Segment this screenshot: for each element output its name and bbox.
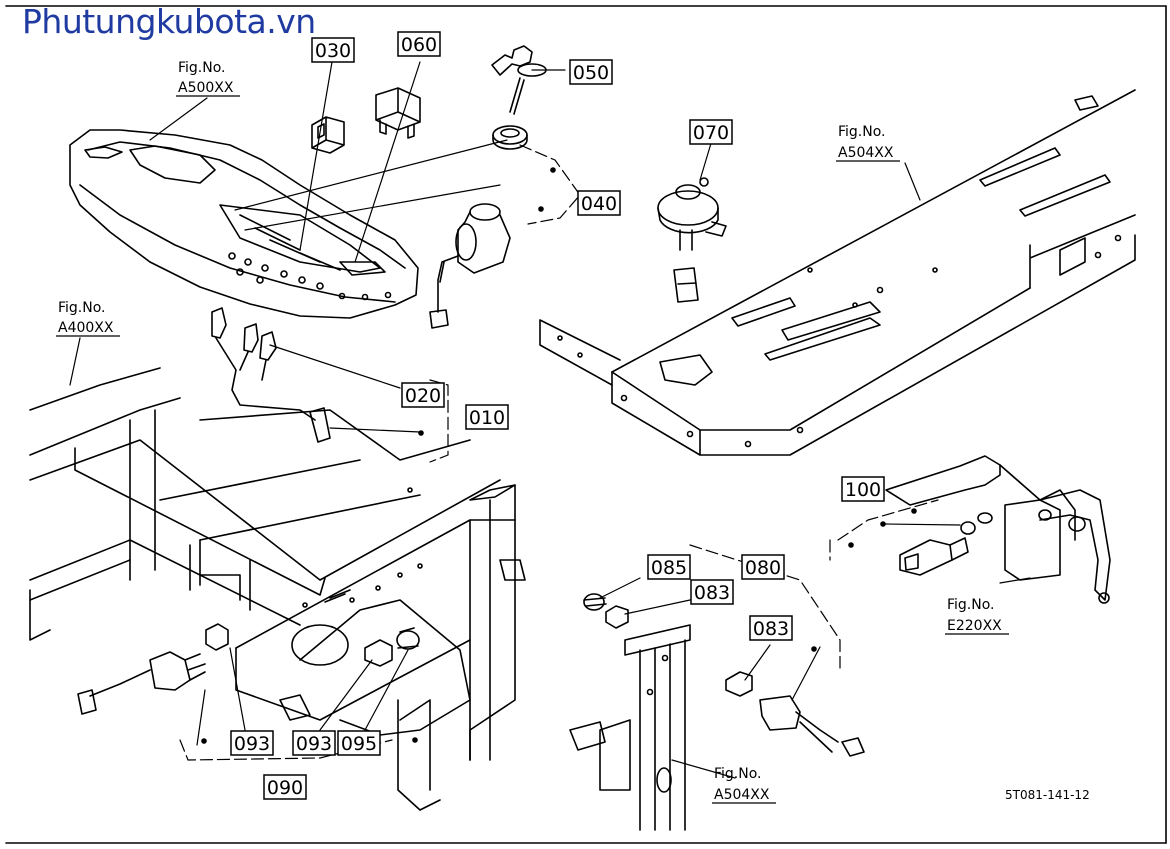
fig-ref-a400-line2: A400XX <box>58 320 114 336</box>
part-040-icon <box>429 125 528 329</box>
dashboard-panel <box>69 129 419 319</box>
part-label-050[interactable]: 050 <box>569 59 613 85</box>
part-label-100[interactable]: 100 <box>841 476 885 502</box>
part-label-093-a[interactable]: 093 <box>230 730 274 756</box>
page-frame <box>5 5 1167 844</box>
part-label-090[interactable]: 090 <box>263 774 307 800</box>
fig-ref-e220-line1: Fig.No. <box>947 597 995 613</box>
part-090-icon <box>77 623 420 715</box>
part-label-040[interactable]: 040 <box>577 190 621 216</box>
part-070-icon <box>657 177 727 303</box>
fig-ref-a500-line2: A500XX <box>178 80 234 96</box>
part-080-icon <box>569 593 865 831</box>
dashed-brackets <box>179 144 939 761</box>
fig-ref-a504-top-line2: A504XX <box>838 145 894 161</box>
drawing-code: 5T081-141-12 <box>1005 788 1090 802</box>
svg-text:093: 093 <box>296 733 332 755</box>
part-label-010[interactable]: 010 <box>465 404 509 430</box>
svg-text:085: 085 <box>651 557 687 579</box>
part-100-icon <box>885 455 1111 604</box>
frame-a504xx <box>539 89 1136 456</box>
site-title[interactable]: Phutungkubota.vn <box>22 2 316 41</box>
part-060-icon <box>375 87 421 139</box>
svg-text:080: 080 <box>745 557 781 579</box>
fig-ref-a504-top-line1: Fig.No. <box>838 124 886 140</box>
part-050-icon <box>491 45 547 115</box>
fig-ref-a400-line1: Fig.No. <box>58 300 106 316</box>
svg-text:095: 095 <box>341 733 377 755</box>
part-label-093-b[interactable]: 093 <box>292 730 336 756</box>
leader-lines <box>69 61 1031 779</box>
svg-text:083: 083 <box>753 618 789 640</box>
svg-text:100: 100 <box>845 479 881 501</box>
svg-text:020: 020 <box>405 385 441 407</box>
fig-ref-e220-line2: E220XX <box>947 618 1002 634</box>
svg-text:090: 090 <box>267 777 303 799</box>
svg-text:060: 060 <box>401 34 437 56</box>
svg-text:070: 070 <box>693 122 729 144</box>
fig-ref-a504-bottom-line2: A504XX <box>714 787 770 803</box>
part-label-095[interactable]: 095 <box>337 730 381 756</box>
part-label-020[interactable]: 020 <box>401 382 445 408</box>
callout-dots <box>201 167 917 744</box>
part-label-080[interactable]: 080 <box>741 554 785 580</box>
fig-ref-a500-line1: Fig.No. <box>178 60 226 76</box>
frame-a400xx <box>29 367 526 811</box>
part-030-icon <box>311 116 345 154</box>
part-label-085[interactable]: 085 <box>647 554 691 580</box>
fig-ref-a504-bottom-line1: Fig.No. <box>714 766 762 782</box>
svg-text:030: 030 <box>315 40 351 62</box>
svg-text:040: 040 <box>581 193 617 215</box>
svg-text:093: 093 <box>234 733 270 755</box>
svg-text:083: 083 <box>694 582 730 604</box>
part-label-060[interactable]: 060 <box>397 31 441 57</box>
part-label-030[interactable]: 030 <box>311 37 355 63</box>
svg-text:050: 050 <box>573 62 609 84</box>
part-label-083-b[interactable]: 083 <box>749 615 793 641</box>
part-label-070[interactable]: 070 <box>689 119 733 145</box>
part-label-083-a[interactable]: 083 <box>690 579 734 605</box>
part-010-020-icon <box>211 307 331 443</box>
svg-text:010: 010 <box>469 407 505 429</box>
